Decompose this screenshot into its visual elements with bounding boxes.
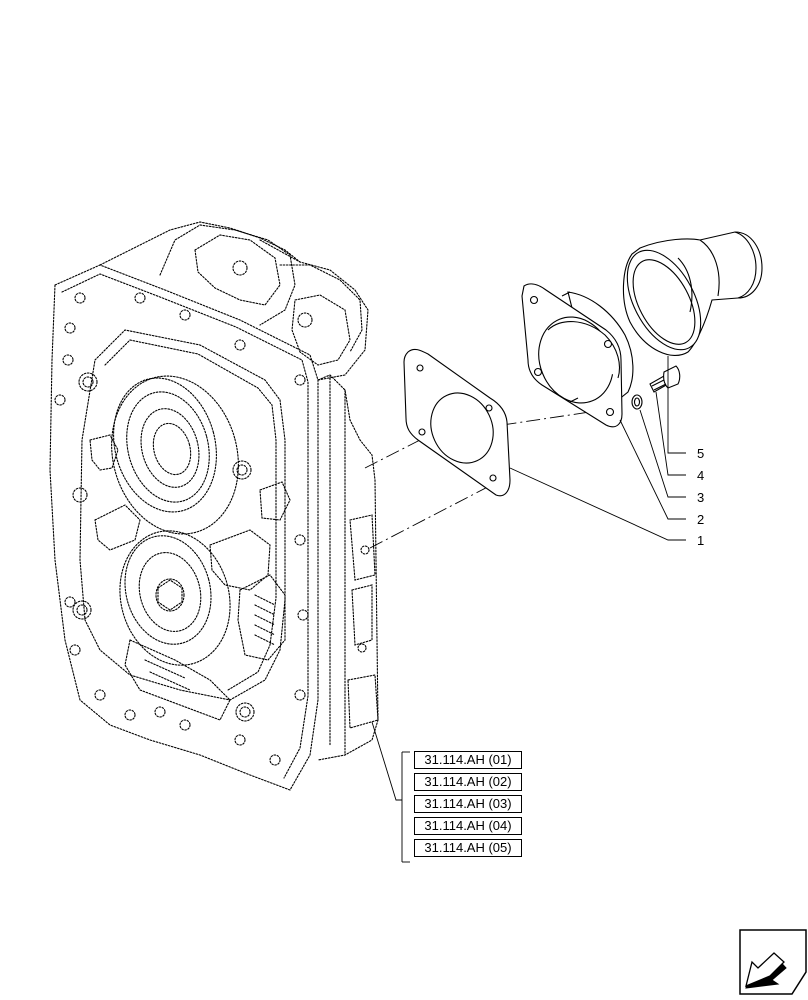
reference-link-05[interactable]: 31.114.AH (05) bbox=[414, 839, 522, 857]
callout-1: 1 bbox=[697, 533, 704, 548]
callout-labels: 1 2 3 4 5 bbox=[697, 446, 704, 548]
reference-link-02[interactable]: 31.114.AH (02) bbox=[414, 773, 522, 791]
callout-leaders bbox=[371, 356, 686, 863]
callout-5: 5 bbox=[697, 446, 704, 461]
callout-3: 3 bbox=[697, 490, 704, 505]
axis-center-line bbox=[364, 411, 591, 549]
part-3-o-ring bbox=[631, 394, 643, 410]
callout-4: 4 bbox=[697, 468, 704, 483]
part-2-adapter-flange bbox=[521, 283, 634, 428]
next-page-arrow-icon[interactable] bbox=[739, 929, 807, 995]
part-4-screw bbox=[649, 365, 681, 393]
reference-link-03[interactable]: 31.114.AH (03) bbox=[414, 795, 522, 813]
gearbox-housing bbox=[49, 221, 379, 791]
part-5-cover-cap bbox=[622, 231, 763, 357]
callout-2: 2 bbox=[697, 512, 704, 527]
reference-link-01[interactable]: 31.114.AH (01) bbox=[414, 751, 522, 769]
reference-link-04[interactable]: 31.114.AH (04) bbox=[414, 817, 522, 835]
part-1-gasket bbox=[403, 348, 511, 497]
